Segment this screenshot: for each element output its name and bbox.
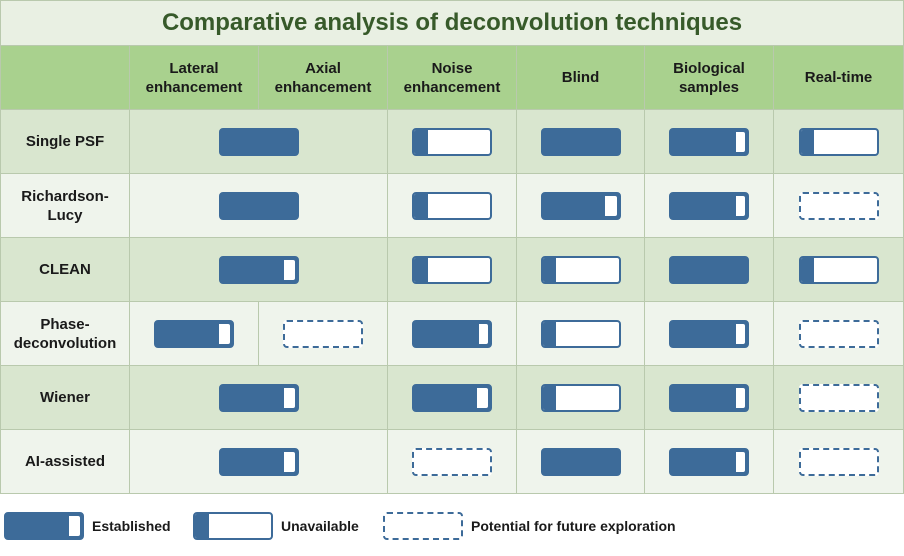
status-bar-potential [283, 319, 363, 348]
table-cell [774, 174, 904, 238]
legend-item-established: Established [4, 512, 171, 540]
column-header-axial-enhancement: Axial enhancement [259, 46, 388, 110]
legend-label: Established [92, 518, 171, 534]
status-bar-unavailable [540, 255, 621, 284]
comparison-table: Comparative analysis of deconvolution te… [0, 0, 904, 494]
table-cell [388, 110, 517, 174]
legend-swatch-unavailable [193, 512, 273, 540]
row-label-clean: CLEAN [0, 238, 130, 302]
table-cell [774, 366, 904, 430]
table-cell [774, 238, 904, 302]
table-cell [645, 430, 774, 494]
legend-swatch-potential [383, 512, 463, 540]
table-cell [130, 302, 259, 366]
table-cell [774, 110, 904, 174]
status-bar-unavailable [540, 319, 621, 348]
status-bar-established [218, 447, 299, 476]
table-cell [645, 238, 774, 302]
status-bar-established [540, 447, 621, 476]
status-bar-potential [798, 383, 879, 412]
status-bar-potential [798, 447, 879, 476]
table-cell [517, 366, 645, 430]
table-cell [774, 430, 904, 494]
table-cell [130, 238, 388, 302]
legend: Established Unavailable Potential for futu… [0, 494, 904, 556]
table-cell [130, 366, 388, 430]
table-cell [774, 302, 904, 366]
table-cell [517, 238, 645, 302]
table-cell [388, 430, 517, 494]
status-bar-unavailable [412, 255, 492, 284]
legend-label: Unavailable [281, 518, 359, 534]
table-cell [388, 174, 517, 238]
status-bar-established [669, 191, 749, 220]
status-bar-unavailable [412, 127, 492, 156]
table-title: Comparative analysis of deconvolution te… [0, 0, 904, 46]
column-header-lateral-enhancement: Lateral enhancement [130, 46, 259, 110]
status-bar-unavailable [412, 191, 492, 220]
status-bar-established [412, 383, 492, 412]
column-header-noise-enhancement: Noise enhancement [388, 46, 517, 110]
column-header-blind: Blind [517, 46, 645, 110]
column-header-biological-samples: Biological samples [645, 46, 774, 110]
table-cell [645, 110, 774, 174]
status-bar-established [218, 191, 299, 220]
status-bar-established [412, 319, 492, 348]
table-cell [259, 302, 388, 366]
table-cell [517, 302, 645, 366]
legend-item-potential: Potential for future exploration [383, 512, 676, 540]
column-header-real-time: Real-time [774, 46, 904, 110]
row-label-ai-assisted: AI-assisted [0, 430, 130, 494]
status-bar-established [540, 191, 621, 220]
table-cell [645, 302, 774, 366]
status-bar-established [669, 127, 749, 156]
status-bar-unavailable [798, 127, 879, 156]
table-cell [388, 302, 517, 366]
status-bar-established [218, 127, 299, 156]
status-bar-established [669, 447, 749, 476]
row-label-phase-deconvolution: Phase-deconvolution [0, 302, 130, 366]
status-bar-potential [412, 447, 492, 476]
table-cell [645, 366, 774, 430]
status-bar-potential [798, 319, 879, 348]
status-bar-established [218, 383, 299, 412]
table-cell [388, 366, 517, 430]
status-bar-established [154, 319, 234, 348]
header-corner [0, 46, 130, 110]
row-label-single-psf: Single PSF [0, 110, 130, 174]
status-bar-established [669, 255, 749, 284]
status-bar-established [218, 255, 299, 284]
row-label-richardson-lucy: Richardson-Lucy [0, 174, 130, 238]
table-cell [645, 174, 774, 238]
status-bar-established [669, 319, 749, 348]
legend-label: Potential for future exploration [471, 518, 676, 534]
status-bar-established [540, 127, 621, 156]
status-bar-unavailable [540, 383, 621, 412]
table-cell [517, 174, 645, 238]
table-cell [517, 430, 645, 494]
row-label-wiener: Wiener [0, 366, 130, 430]
table-cell [130, 430, 388, 494]
table-cell [130, 174, 388, 238]
status-bar-unavailable [798, 255, 879, 284]
table-cell [517, 110, 645, 174]
legend-swatch-established [4, 512, 84, 540]
legend-item-unavailable: Unavailable [193, 512, 359, 540]
table-cell [130, 110, 388, 174]
status-bar-potential [798, 191, 879, 220]
status-bar-established [669, 383, 749, 412]
table-cell [388, 238, 517, 302]
